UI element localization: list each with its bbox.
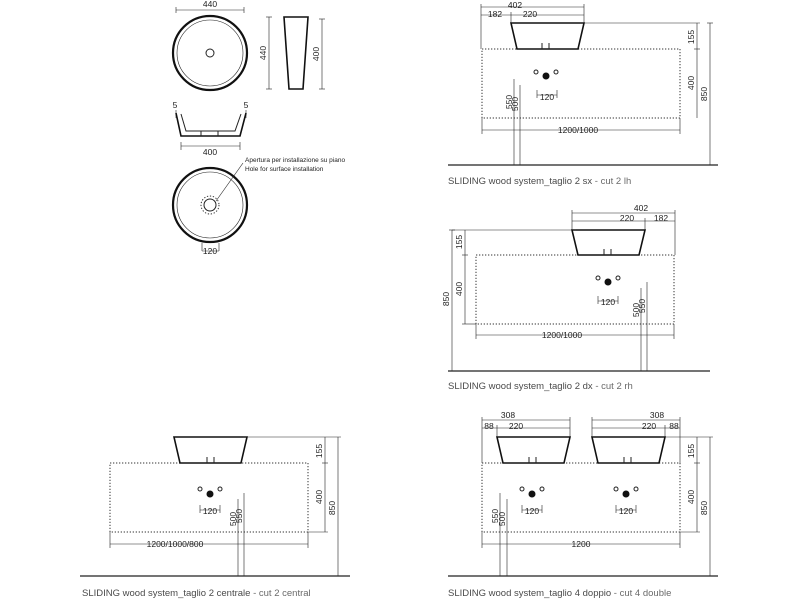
central-dim-850: 850	[327, 501, 337, 515]
double-dim-120-right: 120	[619, 506, 633, 516]
central-dim-400: 400	[314, 490, 324, 504]
central-caption: SLIDING wood system_taglio 2 centrale - …	[82, 588, 311, 599]
sx-dim-120: 120	[540, 92, 554, 102]
dx-dim-850: 850	[441, 292, 451, 306]
double-dim-width: 1200	[572, 539, 591, 549]
basin-underside-view: Apertura per installazione su piano Hole…	[171, 157, 345, 256]
sx-dim-850: 850	[699, 87, 709, 101]
sx-caption: SLIDING wood system_taglio 2 sx - cut 2 …	[448, 176, 631, 187]
hole-note-italian: Apertura per installazione su piano	[245, 157, 345, 164]
double-dim-850: 850	[699, 501, 709, 515]
dx-dim-a: 220	[620, 213, 634, 223]
central-dim-width: 1200/1000/800	[147, 539, 204, 549]
double-dim-550: 550	[490, 509, 500, 523]
hole-note-english: Hole for surface installation	[245, 166, 324, 173]
basin-views: 440 440 400 5 5	[171, 0, 345, 256]
dx-dim-width: 1200/1000	[542, 330, 582, 340]
plan-width-label: 440	[203, 0, 217, 9]
section-base-label: 400	[203, 147, 217, 157]
sx-dim-width: 1200/1000	[558, 125, 598, 135]
double-dim-left-a: 88	[484, 421, 494, 431]
section-rim-right-label: 5	[244, 100, 249, 110]
panel-cut-2-lh: 402 182 220 155 400 850 120 550 500 1200…	[448, 0, 718, 187]
sx-dim-500: 500	[510, 97, 520, 111]
side-height-outer-label: 440	[258, 46, 268, 60]
double-dim-155: 155	[686, 444, 696, 458]
dx-dim-b: 182	[654, 213, 668, 223]
dx-dim-155: 155	[454, 235, 464, 249]
sx-dim-total: 402	[508, 0, 522, 10]
central-dim-155: 155	[314, 444, 324, 458]
sx-dim-155: 155	[686, 30, 696, 44]
dx-dim-550: 550	[637, 299, 647, 313]
panel-cut-2-rh: 402 220 182 850 155 400 120 500 550 1200…	[441, 203, 710, 392]
double-caption: SLIDING wood system_taglio 4 doppio - cu…	[448, 588, 671, 599]
underside-hole-offset-label: 120	[203, 246, 217, 256]
panel-cut-2-central: 155 400 850 120 500 550 1200/1000/800 SL…	[80, 436, 350, 599]
basin-plan-view: 440	[171, 0, 249, 92]
double-dim-400: 400	[686, 490, 696, 504]
central-dim-500: 500	[228, 512, 238, 526]
central-dim-120: 120	[203, 506, 217, 516]
section-rim-left-label: 5	[173, 100, 178, 110]
dx-caption: SLIDING wood system_taglio 2 dx - cut 2 …	[448, 381, 633, 392]
dx-dim-400: 400	[454, 282, 464, 296]
dx-dim-120: 120	[601, 297, 615, 307]
double-dim-right-a: 220	[642, 421, 656, 431]
double-dim-right-total: 308	[650, 410, 664, 420]
installation-hole-icon	[203, 198, 217, 212]
double-dim-left-total: 308	[501, 410, 515, 420]
double-dim-120-left: 120	[525, 506, 539, 516]
sx-dim-b: 220	[523, 9, 537, 19]
double-dim-500: 500	[497, 512, 507, 526]
dx-dim-total: 402	[634, 203, 648, 213]
sx-dim-400: 400	[686, 76, 696, 90]
double-dim-right-b: 88	[669, 421, 679, 431]
sx-dim-a: 182	[488, 9, 502, 19]
side-height-inner-label: 400	[311, 47, 321, 61]
dx-dim-500: 500	[631, 303, 641, 317]
sx-dim-550: 550	[504, 95, 514, 109]
central-dim-550: 550	[234, 509, 244, 523]
basin-section-view: 5 5 400	[173, 100, 249, 157]
basin-side-view: 440 400	[258, 16, 325, 90]
double-dim-left-b: 220	[509, 421, 523, 431]
panel-cut-4-double: 308 88 220 308 220 88 155 400 850 120	[448, 410, 718, 599]
